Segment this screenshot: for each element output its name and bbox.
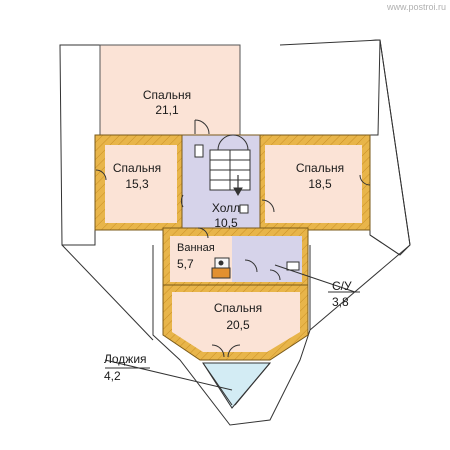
fixtures: [194, 144, 300, 279]
hall-name: Холл: [212, 201, 240, 215]
staircase: [209, 134, 251, 197]
doors: [95, 119, 371, 358]
watermark: www.postroi.ru: [386, 2, 446, 12]
wc-area: 3,8: [332, 295, 349, 309]
bedroom-right-area: 18,5: [308, 177, 332, 191]
wc-name: С/У: [332, 279, 352, 293]
loggia-rail: [202, 362, 233, 406]
bedroom-left-area: 15,3: [125, 177, 149, 191]
loggia-area: 4,2: [104, 369, 121, 383]
bedroom-top-area: 21,1: [155, 103, 179, 117]
bath-name: Ванная: [177, 242, 215, 254]
wc-leader-line: [274, 264, 356, 293]
hall-area: 10,5: [214, 216, 238, 230]
bedroom-bottom-area: 20,5: [226, 318, 250, 332]
room-bedroom-top: [99, 44, 241, 139]
bath-area: 5,7: [177, 257, 194, 271]
bedroom-top-name: Спальня: [143, 88, 191, 102]
bedroom-bottom-name: Спальня: [214, 301, 262, 315]
bedroom-right-name: Спальня: [296, 161, 344, 175]
loggia-leader-line: [104, 359, 233, 391]
loggia-name: Лоджия: [104, 352, 147, 366]
loggia-rail: [234, 362, 271, 406]
bedroom-left-name: Спальня: [113, 161, 161, 175]
